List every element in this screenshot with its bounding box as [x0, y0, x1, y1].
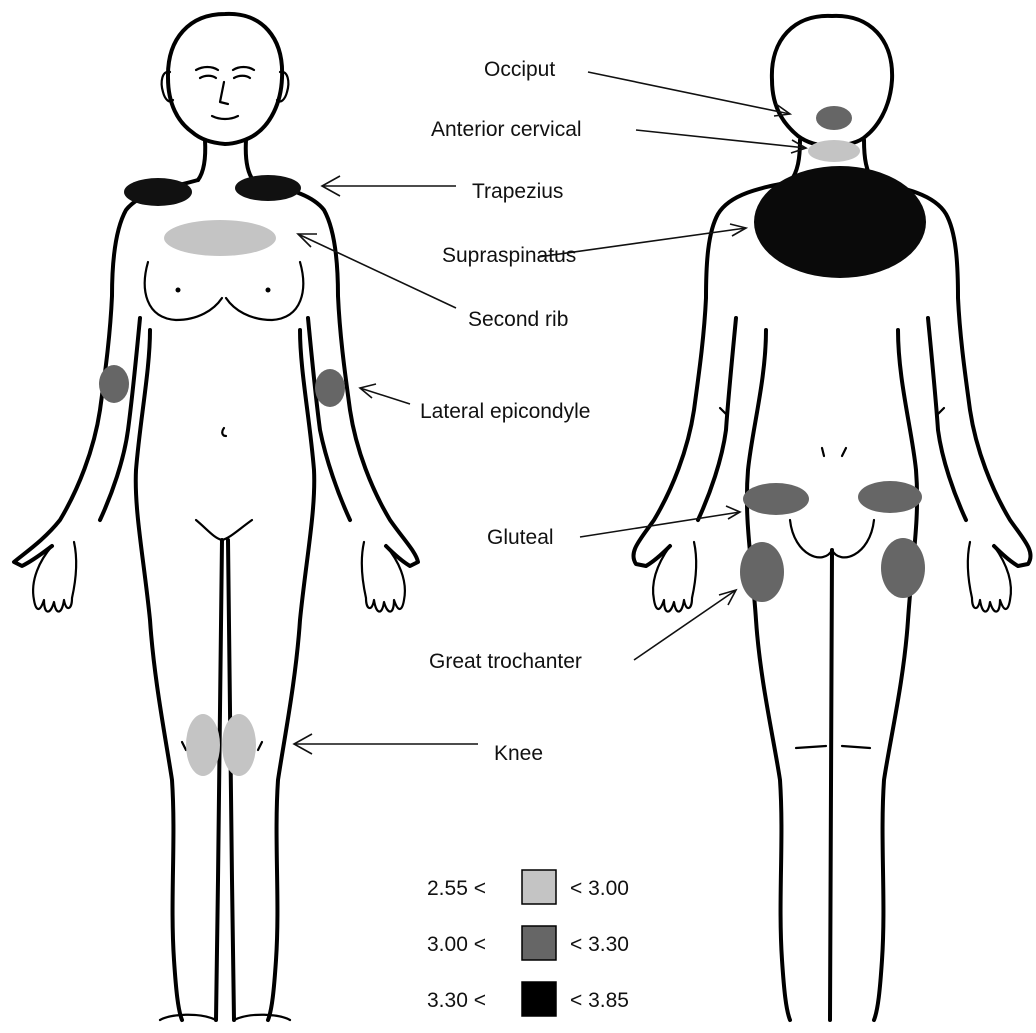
legend-row-dark: 3.30 < < 3.85 [427, 982, 629, 1016]
marker-gluteal-left [743, 483, 809, 515]
legend-low-medium: 3.00 < [427, 933, 486, 956]
label-gluteal: Gluteal [487, 526, 554, 549]
legend-high-dark: < 3.85 [570, 989, 629, 1012]
label-lateral-epicondyle: Lateral epicondyle [420, 400, 590, 423]
label-occiput: Occiput [484, 58, 555, 81]
tender-point-markers [99, 106, 926, 776]
marker-great-trochanter-right [881, 538, 925, 598]
label-trapezius: Trapezius [472, 180, 563, 203]
marker-second-rib [164, 220, 276, 256]
label-anterior-cervical: Anterior cervical [431, 118, 582, 141]
label-knee: Knee [494, 742, 543, 765]
marker-occiput [816, 106, 852, 130]
label-supraspinatus: Supraspinatus [442, 244, 576, 267]
legend-swatch-dark [522, 982, 556, 1016]
marker-gluteal-right [858, 481, 922, 513]
marker-knee-right [222, 714, 256, 776]
marker-lateral-epicondyle-left [99, 365, 129, 403]
region-labels: Occiput Anterior cervical Trapezius Supr… [420, 58, 590, 765]
legend-low-dark: 3.30 < [427, 989, 486, 1012]
marker-supraspinatus [754, 166, 926, 278]
marker-trapezius-right [235, 175, 301, 201]
marker-trapezius-left [124, 178, 192, 206]
legend: 2.55 < < 3.00 3.00 < < 3.30 3.30 < < 3.8… [427, 870, 629, 1016]
legend-swatch-medium [522, 926, 556, 960]
legend-swatch-light [522, 870, 556, 904]
legend-row-light: 2.55 < < 3.00 [427, 870, 629, 904]
marker-great-trochanter-left [740, 542, 784, 602]
legend-high-medium: < 3.30 [570, 933, 629, 956]
marker-anterior-cervical [808, 140, 860, 162]
legend-low-light: 2.55 < [427, 877, 486, 900]
legend-high-light: < 3.00 [570, 877, 629, 900]
label-great-trochanter: Great trochanter [429, 650, 582, 673]
marker-knee-left [186, 714, 220, 776]
label-second-rib: Second rib [468, 308, 568, 331]
front-body-figure [14, 14, 418, 1020]
legend-row-medium: 3.00 < < 3.30 [427, 926, 629, 960]
marker-lateral-epicondyle-right [315, 369, 345, 407]
